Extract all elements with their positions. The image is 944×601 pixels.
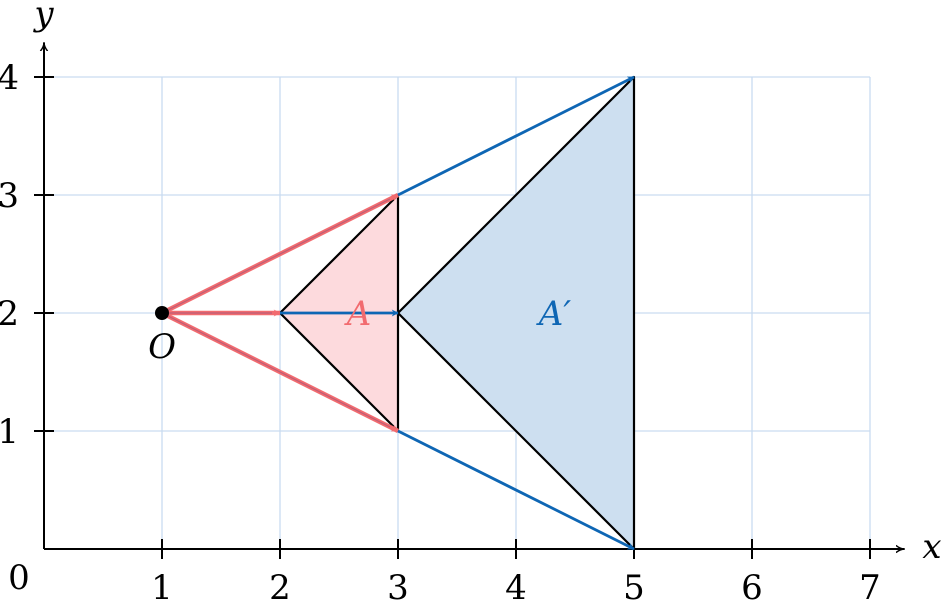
- y-tick-label: 4: [0, 58, 19, 98]
- shape-a-prime: [396, 75, 636, 551]
- x-tick-label: 7: [859, 568, 881, 601]
- x-axis-label: x: [922, 527, 941, 567]
- x-tick-label: 2: [269, 568, 291, 601]
- x-tick-label: 6: [741, 568, 763, 601]
- shape-a-prime-label: A′: [536, 294, 572, 334]
- origin-label: 0: [8, 558, 30, 598]
- x-tick-label: 1: [151, 568, 173, 601]
- ray-core: [161, 312, 391, 428]
- y-axis-label: y: [32, 0, 54, 34]
- ray-to-a-prime-vertex: [397, 429, 635, 551]
- y-tick-label: 1: [0, 412, 19, 452]
- labels: O A A′: [148, 294, 571, 367]
- y-tick-label: 3: [0, 176, 19, 216]
- y-tick-label: 2: [0, 294, 19, 334]
- x-tick-label: 3: [387, 568, 409, 601]
- x-tick-label: 4: [505, 568, 527, 601]
- ray-core: [161, 198, 391, 314]
- x-tick-label: 5: [623, 568, 645, 601]
- dilation-rays: [160, 75, 635, 551]
- ray-to-a-prime-vertex: [397, 75, 635, 197]
- center-label: O: [148, 327, 176, 367]
- shape-a-label: A: [344, 294, 372, 334]
- center-point: [155, 306, 169, 320]
